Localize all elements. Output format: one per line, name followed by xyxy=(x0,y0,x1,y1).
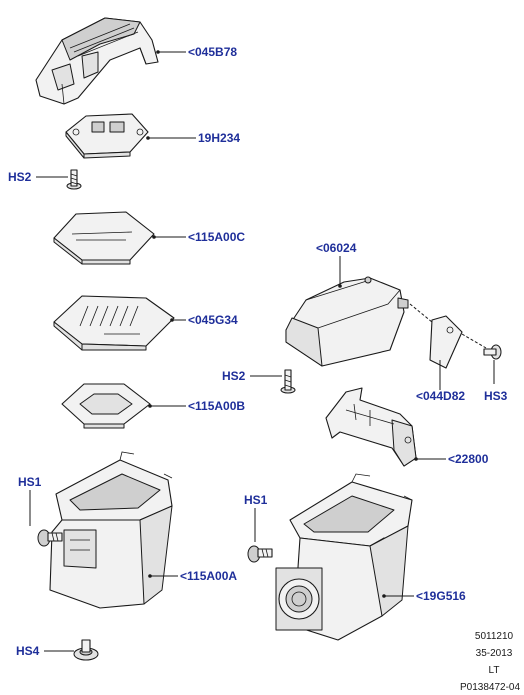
label-hs3: HS3 xyxy=(484,389,508,403)
label-hs4: HS4 xyxy=(16,644,40,658)
label-19H234: 19H234 xyxy=(198,131,240,145)
label-045G34: <045G34 xyxy=(188,313,238,327)
hs1-left-screw xyxy=(37,529,63,547)
label-hs1-right: HS1 xyxy=(244,493,268,507)
label-22800: <22800 xyxy=(448,452,489,466)
label-hs1-left: HS1 xyxy=(18,475,42,489)
part-22800 xyxy=(325,387,417,467)
part-115A00A xyxy=(49,451,173,609)
hs4-screw xyxy=(73,639,99,661)
part-19G516 xyxy=(275,473,413,641)
label-044D82: <044D82 xyxy=(416,389,465,403)
part-115A00C xyxy=(53,211,155,265)
part-19H234 xyxy=(65,113,149,159)
ref-line-2: 35-2013 xyxy=(476,648,513,659)
hs3-screw xyxy=(483,344,502,360)
ref-line-4: P0138472-04 xyxy=(460,682,520,693)
label-115A00B: <115A00B xyxy=(188,399,245,413)
label-hs2-mid: HS2 xyxy=(222,369,246,383)
label-19G516: <19G516 xyxy=(416,589,466,603)
hs2-mid-screw xyxy=(280,369,296,394)
part-045G34 xyxy=(53,295,175,351)
hs1-right-screw xyxy=(247,545,273,563)
part-044D82 xyxy=(429,315,463,369)
part-045B78 xyxy=(35,17,159,105)
label-115A00A: <115A00A xyxy=(180,569,237,583)
label-115A00C: <115A00C xyxy=(188,230,245,244)
ref-line-1: 5011210 xyxy=(475,631,514,642)
hs2-top-screw xyxy=(66,169,82,190)
label-045B78: <045B78 xyxy=(188,45,237,59)
ref-line-3: LT xyxy=(489,665,500,676)
label-06024: <06024 xyxy=(316,241,357,255)
label-hs2-top: HS2 xyxy=(8,170,32,184)
part-06024 xyxy=(285,276,409,367)
part-115A00B xyxy=(61,383,151,429)
